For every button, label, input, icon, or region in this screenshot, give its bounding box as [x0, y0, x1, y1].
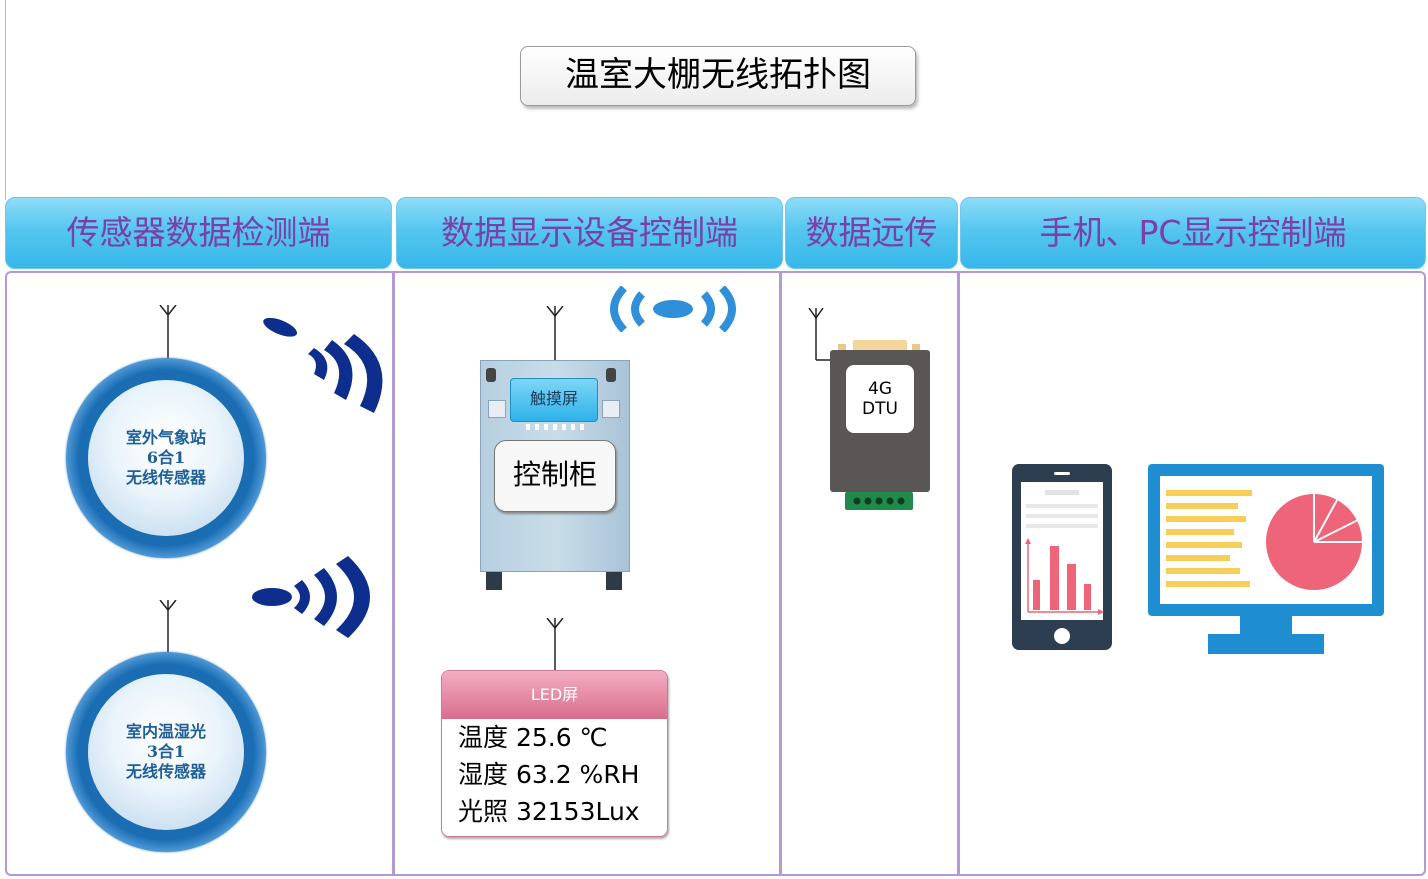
led-temperature: 温度 25.6 ℃	[458, 723, 608, 752]
dtu-label-line2: DTU	[862, 399, 898, 419]
sensor-spec: 3合1	[146, 742, 186, 761]
sensor-name: 室内温湿光	[125, 722, 206, 741]
led-screen: LED屏 温度 25.6 ℃ 湿度 63.2 %RH 光照 32153Lux	[441, 670, 668, 837]
led-humidity: 湿度 63.2 %RH	[458, 760, 640, 789]
column-header-sensors: 传感器数据检测端	[5, 197, 392, 269]
antenna-icon	[546, 618, 564, 673]
column-divider	[957, 271, 960, 876]
dtu-serial-port	[853, 340, 907, 352]
led-screen-header: LED屏	[442, 671, 667, 719]
dtu-screw	[912, 344, 920, 352]
pie-chart-icon	[1266, 494, 1362, 590]
bar-chart-icon	[1025, 538, 1104, 615]
sensor-spec: 6合1	[146, 448, 186, 467]
touch-screen: 触摸屏	[510, 378, 598, 422]
dtu-label: 4G DTU	[846, 365, 914, 433]
cabinet-switch	[486, 368, 496, 382]
antenna-icon	[159, 305, 177, 360]
cabinet-indicator	[488, 400, 506, 418]
column-header-mobile-pc: 手机、PC显示控制端	[960, 197, 1426, 269]
column-header-display-control: 数据显示设备控制端	[396, 197, 783, 269]
indoor-temp-humidity-light-sensor: 室内温湿光 3合1 无线传感器	[66, 652, 266, 852]
antenna-icon	[159, 600, 177, 655]
column-divider	[392, 271, 395, 876]
cabinet-foot	[486, 572, 502, 590]
wireless-wave-icon	[252, 556, 370, 638]
cabinet-indicator	[602, 400, 620, 418]
column-divider	[779, 271, 782, 876]
dtu-terminal-block	[845, 492, 913, 510]
dtu-screw	[838, 344, 846, 352]
control-cabinet-label: 控制柜	[494, 440, 616, 512]
led-illuminance: 光照 32153Lux	[458, 797, 640, 826]
frame-line	[5, 0, 6, 200]
antenna-icon	[546, 306, 564, 361]
sensor-name: 室外气象站	[125, 428, 206, 447]
wireless-wave-icon	[610, 286, 736, 332]
cabinet-foot	[606, 572, 622, 590]
outdoor-weather-sensor: 室外气象站 6合1 无线传感器	[66, 358, 266, 558]
sensor-type: 无线传感器	[125, 468, 206, 487]
sensor-type: 无线传感器	[125, 762, 206, 781]
cabinet-switch	[606, 368, 616, 382]
smartphone-icon	[1012, 464, 1112, 650]
content-frame	[5, 271, 1426, 876]
dtu-label-line1: 4G	[868, 379, 892, 399]
monitor-icon	[1148, 464, 1384, 654]
wireless-wave-icon	[263, 318, 383, 413]
cabinet-buttons	[526, 424, 586, 430]
diagram-title: 温室大棚无线拓扑图	[520, 46, 916, 106]
column-header-remote: 数据远传	[785, 197, 958, 269]
